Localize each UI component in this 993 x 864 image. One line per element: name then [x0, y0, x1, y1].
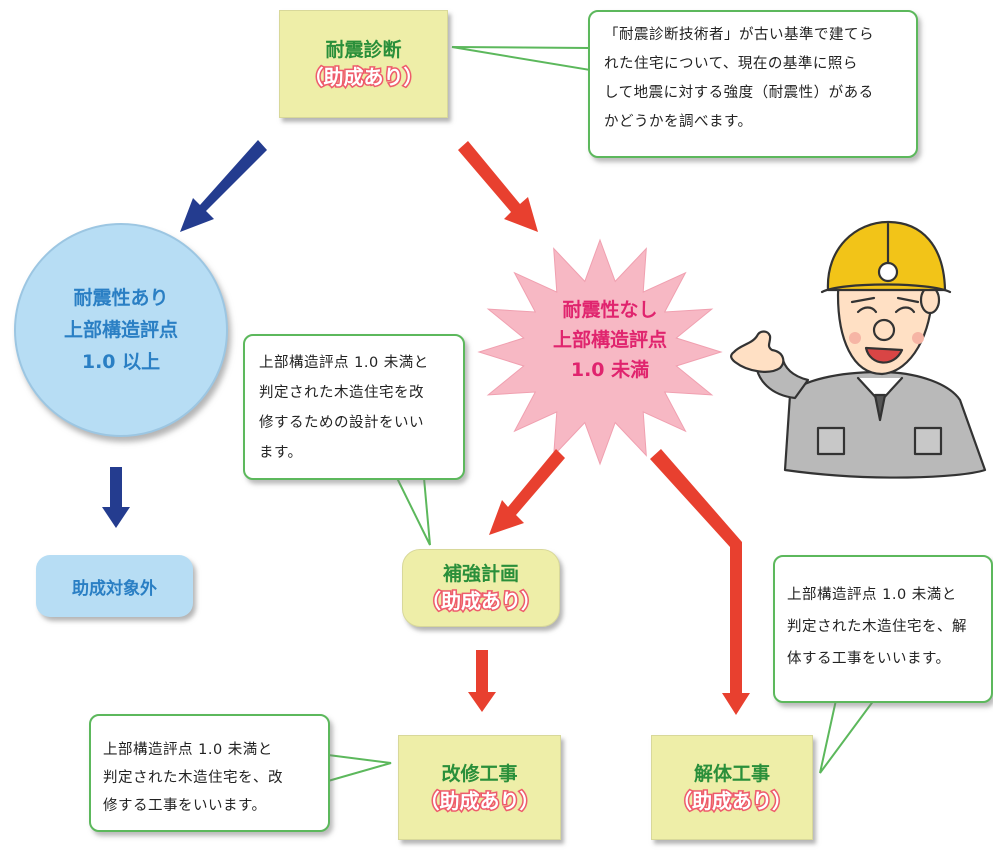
- diagnosis-callout-tail: [451, 46, 591, 72]
- renovation-callout-tail: [327, 753, 392, 783]
- callout-line: 「耐震診断技術者」が古い基準で建てら: [604, 27, 874, 43]
- diagnosis-title: 耐震診断: [325, 39, 402, 61]
- seismic-safe-circle: 耐震性あり 上部構造評点 1.0 以上: [14, 223, 228, 437]
- arrow-unsafe-to-demolition: [650, 449, 750, 715]
- callout-line: れた住宅について、現在の基準に照ら: [604, 56, 858, 72]
- diagnosis-box: 耐震診断 （助成あり）: [279, 10, 448, 118]
- callout-line: 修するための設計をいい: [259, 415, 424, 431]
- renovation-title: 改修工事: [441, 762, 518, 785]
- callout-line: 判定された木造住宅を、改: [103, 770, 283, 786]
- arrow-unsafe-to-plan: [489, 449, 565, 535]
- callout-line: 修する工事をいいます。: [103, 798, 267, 814]
- unsafe-star-shape: [477, 238, 723, 466]
- not-eligible-label: 助成対象外: [72, 578, 157, 599]
- unsafe-line-3: 1.0 未満: [570, 359, 650, 381]
- plan-callout: 上部構造評点 1.0 未満と 判定された木造住宅を改 修するための設計をいい ま…: [243, 334, 465, 480]
- callout-line: 判定された木造住宅を、解: [787, 619, 967, 635]
- not-eligible-box: 助成対象外: [36, 555, 193, 617]
- seismic-unsafe-text: 耐震性なし 上部構造評点 1.0 未満: [520, 295, 700, 385]
- arrow-plan-to-renovation: [468, 650, 496, 712]
- demolition-callout-tail: [819, 699, 876, 774]
- reinforcement-plan-box: 補強計画 （助成あり）: [402, 549, 560, 627]
- diagnosis-subsidy-label: （助成あり）: [302, 64, 425, 91]
- renovation-subsidy-label: （助成あり）: [418, 787, 541, 814]
- unsafe-line-2: 上部構造評点: [552, 329, 667, 351]
- plan-callout-tail: [395, 477, 431, 546]
- callout-line: 体する工事をいいます。: [787, 651, 951, 667]
- callout-line: 判定された木造住宅を改: [259, 385, 424, 401]
- safe-line-2: 上部構造評点: [63, 319, 178, 341]
- callout-line: 上部構造評点 1.0 未満と: [259, 355, 429, 371]
- arrow-safe-to-excluded: [102, 467, 130, 528]
- callout-line: ます。: [259, 445, 303, 461]
- renovation-box: 改修工事 （助成あり）: [398, 735, 561, 840]
- callout-line: かどうかを調べます。: [604, 114, 753, 130]
- demolition-title: 解体工事: [693, 762, 770, 785]
- renovation-callout: 上部構造評点 1.0 未満と 判定された木造住宅を、改 修する工事をいいます。: [89, 714, 330, 832]
- demolition-callout: 上部構造評点 1.0 未満と 判定された木造住宅を、解 体する工事をいいます。: [773, 555, 993, 703]
- callout-line: 上部構造評点 1.0 未満と: [103, 742, 273, 758]
- demolition-subsidy-label: （助成あり）: [671, 787, 794, 814]
- demolition-box: 解体工事 （助成あり）: [651, 735, 813, 840]
- reinforcement-plan-subsidy-label: （助成あり）: [420, 588, 543, 615]
- safe-line-3: 1.0 以上: [81, 351, 161, 373]
- safe-line-1: 耐震性あり: [73, 287, 169, 309]
- unsafe-line-1: 耐震性なし: [562, 299, 658, 321]
- arrow-diagnosis-to-unsafe: [458, 141, 538, 232]
- callout-line: 上部構造評点 1.0 未満と: [787, 587, 957, 603]
- callout-line: して地震に対する強度（耐震性）がある: [604, 85, 874, 101]
- reinforcement-plan-title: 補強計画: [442, 563, 519, 585]
- arrow-diagnosis-to-safe: [180, 140, 267, 232]
- worker-with-helmet-icon: [730, 220, 987, 479]
- blue-arrows: [102, 140, 267, 528]
- red-arrows: [458, 141, 750, 715]
- diagnosis-callout: 「耐震診断技術者」が古い基準で建てら れた住宅について、現在の基準に照ら して地…: [588, 10, 918, 158]
